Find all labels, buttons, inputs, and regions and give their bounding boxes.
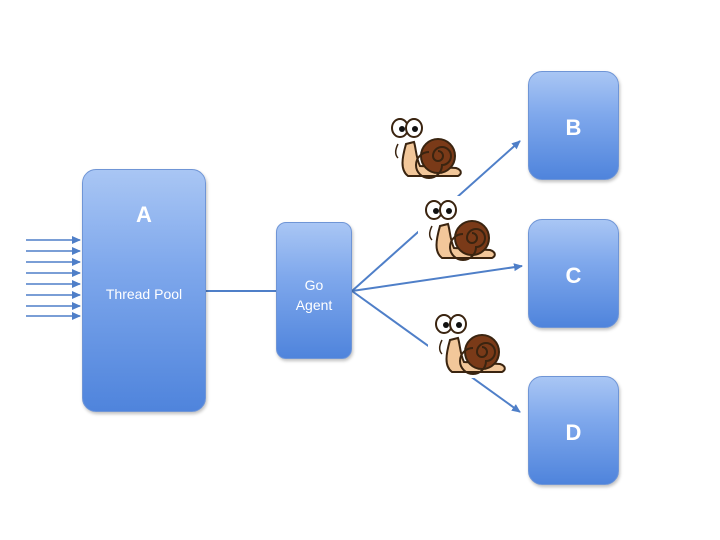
node-c: C <box>528 219 619 328</box>
node-d-label: D <box>565 420 582 445</box>
node-b-label: B <box>565 115 582 140</box>
snail-icon <box>418 196 498 264</box>
incoming-arrows <box>26 236 81 320</box>
node-a-letter: A <box>136 202 152 227</box>
snail-icon <box>384 114 464 182</box>
node-c-label: C <box>565 263 582 288</box>
arrow-go-c <box>351 263 523 292</box>
node-go-agent: Go Agent <box>276 222 352 359</box>
node-b: B <box>528 71 619 180</box>
node-a-label: Thread Pool <box>105 286 183 302</box>
node-d: D <box>528 376 619 485</box>
snail-icon <box>428 310 508 378</box>
go-agent-label-line1: Go <box>304 277 324 293</box>
go-agent-label-line2: Agent <box>295 297 333 313</box>
node-a-thread-pool: A Thread Pool <box>82 169 206 412</box>
